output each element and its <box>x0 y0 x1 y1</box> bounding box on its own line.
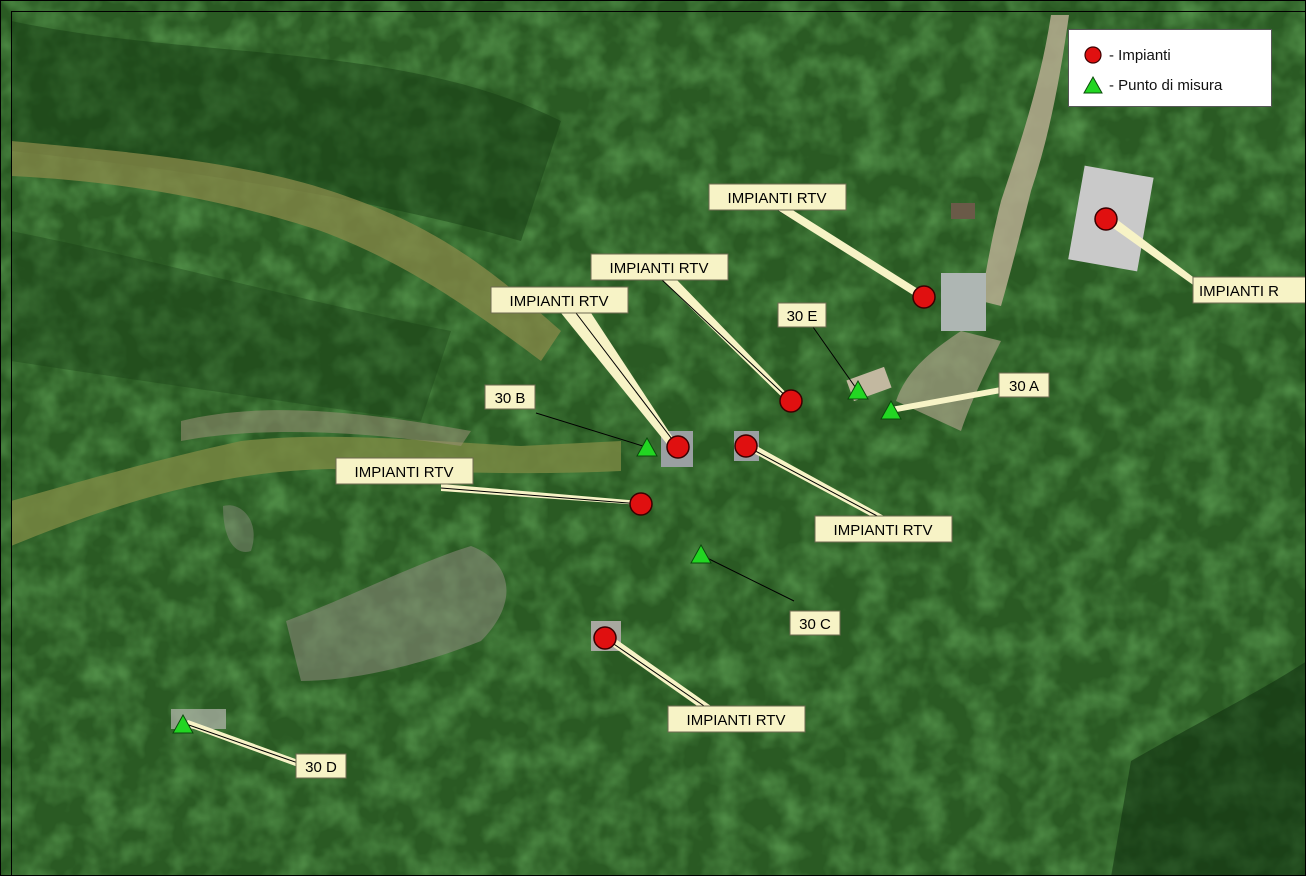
impianto-marker[interactable] <box>629 492 653 516</box>
shadow-zone <box>11 231 451 421</box>
label-impianti-rtv-3[interactable]: IMPIANTI RTV <box>490 286 629 314</box>
rock-rubble <box>223 505 254 552</box>
svg-text:IMPIANTI RTV: IMPIANTI RTV <box>834 522 933 539</box>
svg-text:30 D: 30 D <box>305 759 337 776</box>
label-30-e[interactable]: 30 E <box>777 302 827 328</box>
legend-item-impianti: - Impianti <box>1083 44 1171 66</box>
clearing-upper <box>11 141 561 361</box>
svg-text:IMPIANTI RTV: IMPIANTI RTV <box>510 293 609 310</box>
label-30-c[interactable]: 30 C <box>789 610 841 636</box>
label-impianti-rtv-1[interactable]: IMPIANTI RTV <box>708 183 847 211</box>
svg-text:IMPIANTI RTV: IMPIANTI RTV <box>687 712 786 729</box>
label-30-a[interactable]: 30 A <box>998 372 1050 398</box>
building <box>951 203 975 219</box>
green-triangle-icon <box>1083 75 1103 94</box>
punto-marker-30-e[interactable] <box>847 379 869 400</box>
label-30-b[interactable]: 30 B <box>484 384 536 410</box>
impianto-marker[interactable] <box>779 389 803 413</box>
building <box>941 273 986 331</box>
punto-marker-30-d[interactable] <box>172 713 194 734</box>
punto-marker-30-c[interactable] <box>690 543 712 564</box>
impianto-marker[interactable] <box>666 435 690 459</box>
dirt-road <box>981 15 1069 306</box>
svg-text:30 B: 30 B <box>495 390 526 407</box>
impianto-marker[interactable] <box>1094 207 1118 231</box>
svg-text:IMPIANTI R: IMPIANTI R <box>1199 283 1279 300</box>
label-30-d[interactable]: 30 D <box>295 753 347 779</box>
svg-text:IMPIANTI RTV: IMPIANTI RTV <box>728 190 827 207</box>
svg-text:30 A: 30 A <box>1009 378 1039 395</box>
impianti-markers <box>593 207 1118 650</box>
shadow-zone <box>1111 662 1305 875</box>
label-impianti-rtv-6[interactable]: IMPIANTI RTV <box>667 705 806 733</box>
label-impianti-rtv-clipped[interactable]: IMPIANTI R <box>1192 276 1306 304</box>
impianto-marker[interactable] <box>734 434 758 458</box>
rock-rubble <box>181 410 471 446</box>
svg-text:30 E: 30 E <box>787 308 818 325</box>
impianto-marker[interactable] <box>593 626 617 650</box>
legend-label-punto-di-misura: - Punto di misura <box>1109 76 1223 94</box>
svg-text:30 C: 30 C <box>799 616 831 633</box>
svg-text:IMPIANTI RTV: IMPIANTI RTV <box>355 464 454 481</box>
shadow-zone <box>11 21 561 241</box>
leader-lines <box>182 208 1201 767</box>
label-impianti-rtv-5[interactable]: IMPIANTI RTV <box>814 515 953 543</box>
legend-label-impianti: - Impianti <box>1109 46 1171 64</box>
legend-item-punto-di-misura: - Punto di misura <box>1083 74 1222 96</box>
label-impianti-rtv-4[interactable]: IMPIANTI RTV <box>335 457 474 485</box>
punto-markers <box>172 379 902 734</box>
rock-rubble <box>286 546 507 681</box>
impianto-marker[interactable] <box>912 285 936 309</box>
svg-text:IMPIANTI RTV: IMPIANTI RTV <box>610 260 709 277</box>
legend: - Impianti - Punto di misura <box>1068 29 1272 107</box>
punto-marker-30-b[interactable] <box>636 436 658 457</box>
label-impianti-rtv-2[interactable]: IMPIANTI RTV <box>590 253 729 281</box>
red-circle-icon <box>1084 46 1102 64</box>
punto-marker-30-a[interactable] <box>880 399 902 420</box>
